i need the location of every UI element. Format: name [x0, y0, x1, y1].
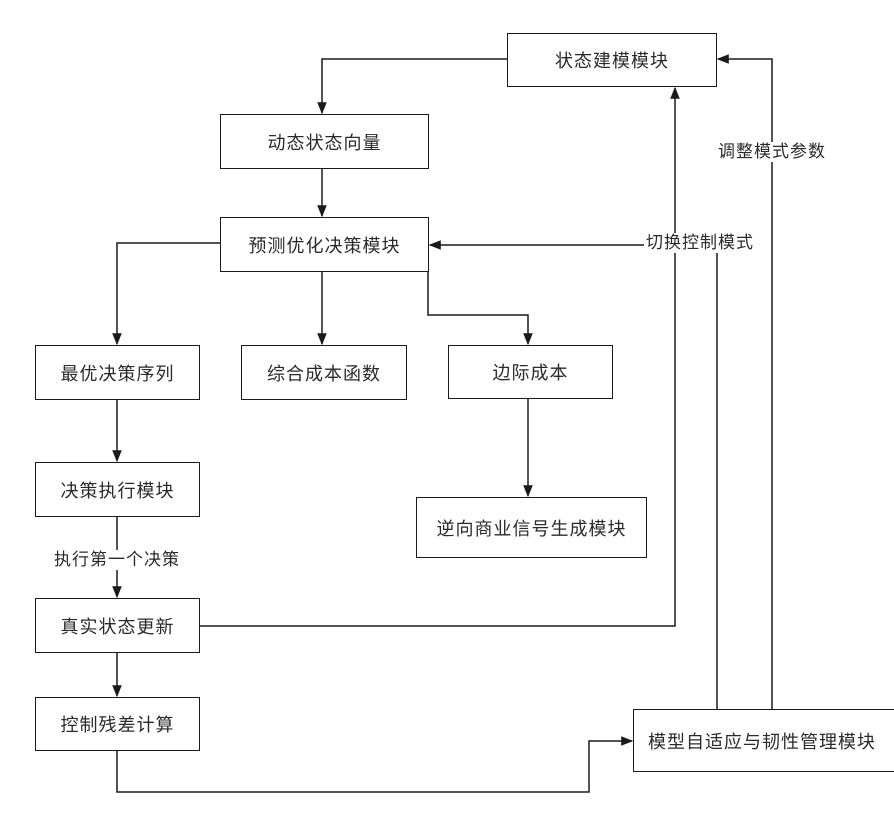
node-label: 动态状态向量 — [267, 132, 382, 154]
edge-state-modeling-to-dynamic-vector — [317, 58, 507, 115]
node-label: 模型自适应与韧性管理模块 — [648, 731, 876, 753]
edge-predictive-to-optimal-seq — [112, 242, 220, 346]
edge-residual-to-adaptive — [116, 736, 634, 793]
edge-real-state-to-state-modeling — [200, 86, 680, 627]
edge-label-adjust-mode-parameters: 调整模式参数 — [716, 142, 828, 162]
node-marginal-cost: 边际成本 — [448, 345, 613, 399]
edge-adaptive-to-state-modeling — [716, 54, 773, 709]
node-label: 最优决策序列 — [60, 363, 175, 385]
node-label: 真实状态更新 — [60, 616, 175, 638]
node-label: 边际成本 — [492, 363, 569, 384]
node-label: 控制残差计算 — [60, 715, 175, 736]
node-label: 逆向商业信号生成模块 — [436, 518, 627, 540]
node-label: 状态建模模块 — [555, 51, 669, 72]
edge-label-switch-control-mode: 切换控制模式 — [644, 233, 756, 253]
node-optimal-decision-sequence: 最优决策序列 — [35, 345, 200, 400]
node-composite-cost-function: 综合成本函数 — [241, 345, 407, 400]
node-state-modeling: 状态建模模块 — [507, 33, 717, 87]
node-decision-execution: 决策执行模块 — [35, 462, 200, 517]
node-predictive-optimization: 预测优化决策模块 — [220, 217, 429, 272]
node-control-residual: 控制残差计算 — [35, 697, 200, 751]
node-adaptive-resilience: 模型自适应与韧性管理模块 — [633, 709, 894, 772]
node-reverse-business-signal: 逆向商业信号生成模块 — [416, 497, 647, 558]
node-real-state-update: 真实状态更新 — [35, 598, 200, 653]
node-dynamic-state-vector: 动态状态向量 — [220, 114, 429, 169]
node-label: 决策执行模块 — [60, 480, 175, 502]
edge-predictive-to-marginal-cost — [427, 272, 533, 346]
node-label: 预测优化决策模块 — [248, 235, 401, 257]
node-label: 综合成本函数 — [267, 363, 381, 385]
edge-label-execute-first-decision: 执行第一个决策 — [52, 550, 182, 570]
